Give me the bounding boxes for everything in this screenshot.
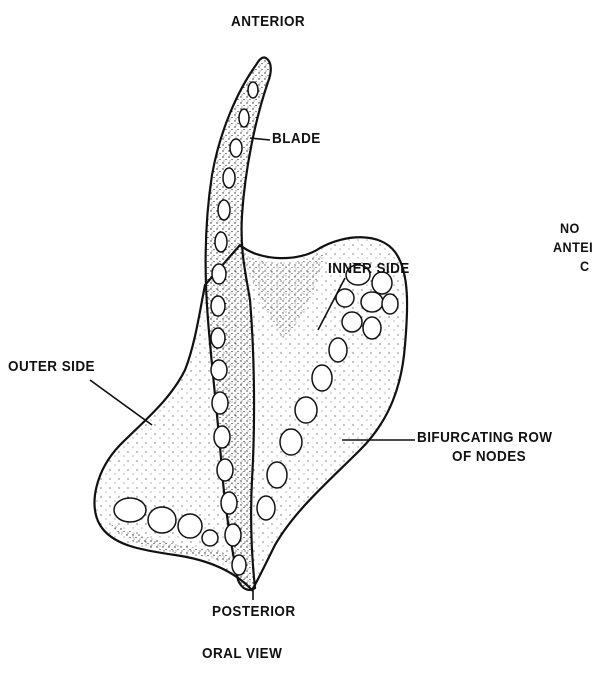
cutoff-text-line3: C: [580, 257, 590, 275]
outer-side-leader: [90, 380, 152, 425]
label-inner-side: INNER SIDE: [328, 260, 410, 278]
cutoff-text-line1: NO: [560, 219, 580, 237]
label-anterior: ANTERIOR: [231, 13, 305, 31]
label-posterior: POSTERIOR: [212, 603, 296, 621]
cutoff-text-line2: ANTEI: [553, 238, 593, 256]
label-blade: BLADE: [272, 130, 321, 148]
label-of-nodes: OF NODES: [452, 448, 526, 466]
label-oral-view: ORAL VIEW: [202, 645, 282, 663]
label-outer-side: OUTER SIDE: [8, 358, 95, 376]
label-bifurcating-row: BIFURCATING ROW: [417, 429, 552, 447]
